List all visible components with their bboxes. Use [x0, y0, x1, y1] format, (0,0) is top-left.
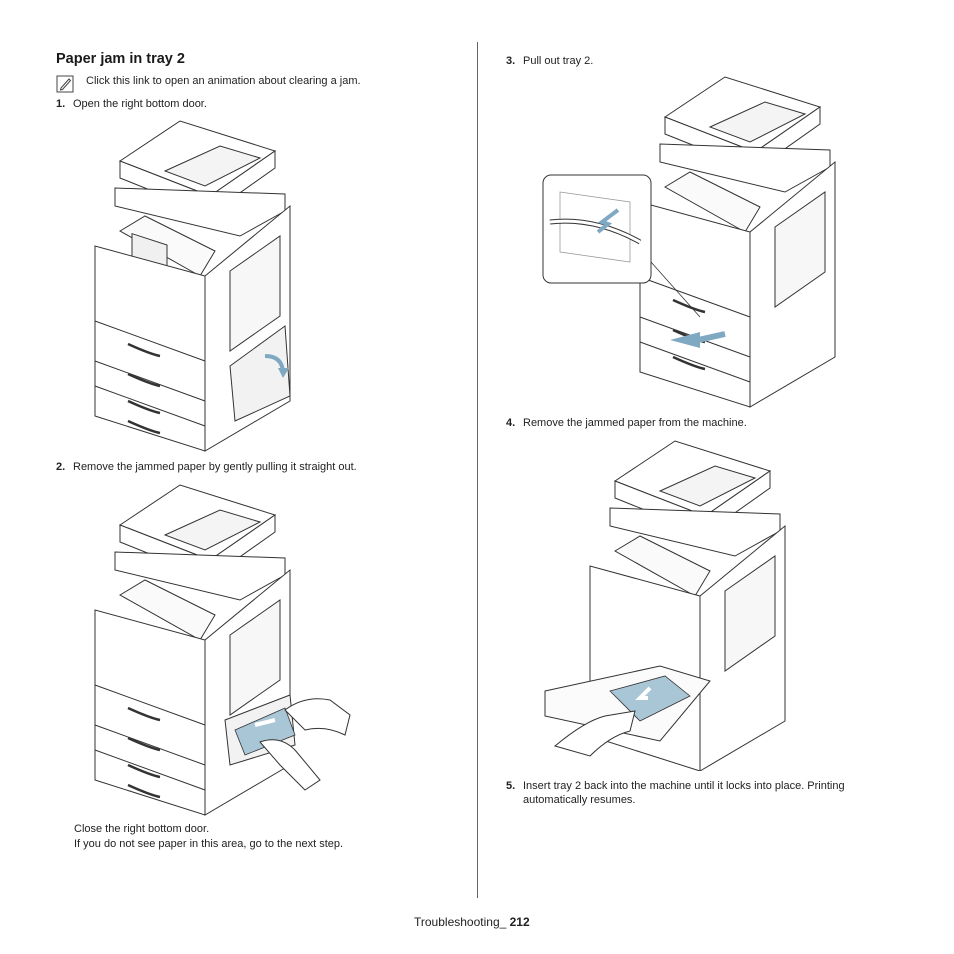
- step-number: 5.: [506, 780, 516, 792]
- step-5: 5. Insert tray 2 back into the machine un…: [506, 779, 876, 807]
- footer-section: Troubleshooting_: [414, 915, 510, 929]
- note-pencil-icon[interactable]: [56, 75, 74, 93]
- step-4: 4. Remove the jammed paper from the machi…: [506, 416, 747, 430]
- step-text: Open the right bottom door.: [73, 98, 207, 110]
- illustration-pull-paper: [94, 484, 351, 816]
- step-3: 3. Pull out tray 2.: [506, 54, 593, 68]
- step-text: Remove the jammed paper from the machine…: [523, 417, 747, 429]
- page-number: 212: [509, 915, 530, 929]
- illustration-open-door: [94, 120, 291, 452]
- step-number: 2.: [56, 461, 66, 473]
- step-number: 3.: [506, 55, 516, 67]
- section-title: Paper jam in tray 2: [56, 51, 185, 67]
- step-number: 4.: [506, 417, 516, 429]
- step-text: Pull out tray 2.: [523, 55, 594, 67]
- illustration-pull-tray: [542, 76, 836, 408]
- step-text: Insert tray 2 back into the machine unti…: [523, 780, 845, 806]
- step-number: 1.: [56, 98, 66, 110]
- next-step-note: If you do not see paper in this area, go…: [74, 838, 344, 850]
- animation-link[interactable]: Click this link to open an animation abo…: [86, 75, 361, 87]
- column-divider: [477, 42, 478, 898]
- page-footer: Troubleshooting_ 212: [414, 915, 530, 929]
- illustration-remove-paper-tray: [544, 440, 786, 771]
- close-door-note: Close the right bottom door.: [74, 823, 210, 835]
- step-1: 1. Open the right bottom door.: [56, 97, 207, 111]
- step-2: 2. Remove the jammed paper by gently pull…: [56, 460, 357, 474]
- step-text: Remove the jammed paper by gently pullin…: [73, 461, 357, 473]
